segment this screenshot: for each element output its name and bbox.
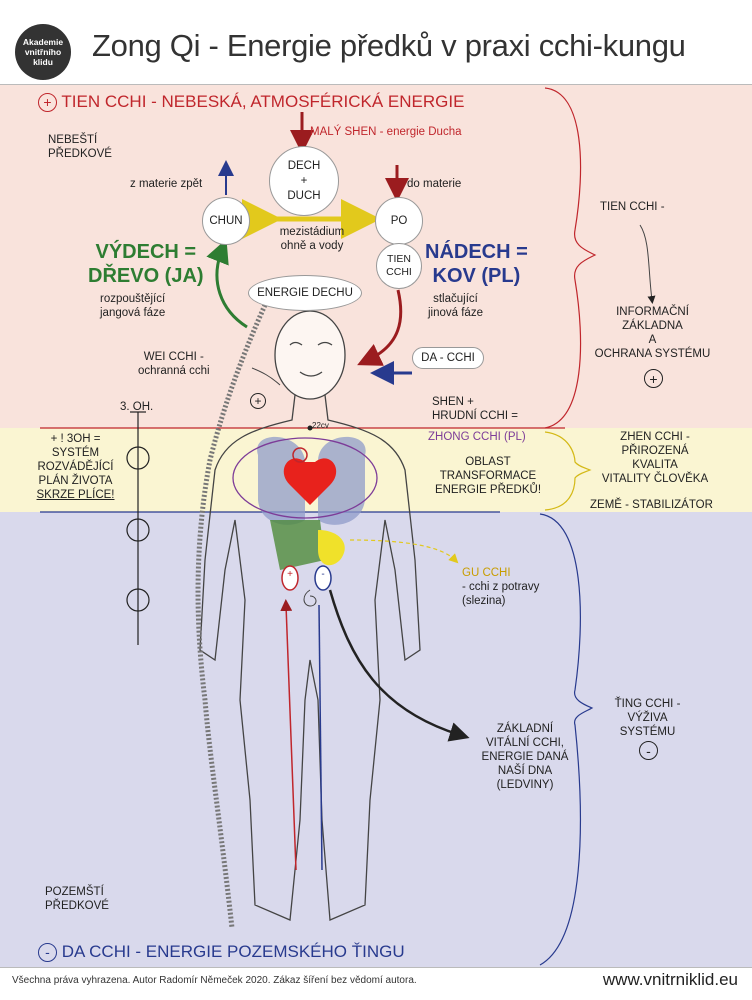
right-lung [318, 436, 366, 525]
left-kidney [281, 565, 299, 591]
minus-sign: - [38, 942, 57, 962]
nadech-label: NÁDECH = KOV (PL) [425, 241, 528, 287]
bottom-heading: - DA CCHI - ENERGIE POZEMSKÉHO ŤINGU [38, 942, 405, 962]
zhen-brace [544, 431, 592, 511]
da-cchi-label: DA - CCHI [412, 347, 484, 369]
blue-meridian [318, 604, 323, 871]
wei-cchi-pointer [251, 367, 281, 386]
right-info-label: INFORMAČNÍ ZÁKLADNA A OCHRANA SYSTÉMU [594, 306, 711, 360]
transformation-ellipse [232, 437, 378, 519]
ting-cchi-label: ŤING CCHI - VÝŽIVA SYSTÉMU [614, 698, 681, 738]
stomach-spleen [318, 530, 345, 566]
middle-dantien-circle [126, 518, 150, 542]
gu-cchi-text: - cchi z potravy (slezina) [462, 581, 540, 607]
do-materie-label: do materie [407, 178, 462, 190]
heart [283, 458, 337, 505]
z-materie-label: z materie zpět [130, 178, 203, 190]
wei-cchi-braid [195, 303, 268, 929]
copyright-text: Všechna práva vyhrazena. Autor Radomír N… [12, 975, 417, 986]
red-meridian [280, 599, 297, 871]
point-22cv-label: 22cv [312, 421, 329, 430]
right-plus-sign: + [644, 369, 663, 388]
po-circle: PO [375, 197, 423, 245]
nadech-arrow [357, 289, 403, 366]
plus-sign: + [38, 92, 57, 112]
upper-dantien-circle [126, 446, 150, 470]
heart-sun-symbol [292, 447, 308, 463]
gu-cchi-arrow [349, 539, 459, 564]
kidney-plus: + [287, 569, 293, 580]
tien-brace [544, 87, 597, 429]
page-title: Zong Qi - Energie předků v praxi cchi-ku… [92, 28, 686, 63]
chun-circle: CHUN [202, 197, 250, 245]
vydech-label: VÝDECH = DŘEVO (JA) [88, 241, 204, 287]
lower-dantien-circle [126, 588, 150, 612]
mezistadium-label: mezistádium ohně a vody [279, 226, 345, 252]
point-22cv [307, 425, 313, 431]
liver [270, 520, 325, 570]
ting-minus-sign: - [639, 741, 658, 760]
right-tien-label: TIEN CCHI - [600, 201, 665, 213]
zakladni-label: ZÁKLADNÍ VITÁLNÍ CCHI, ENERGIE DANÁ NAŠÍ… [481, 723, 569, 791]
wei-cchi-label: WEI CCHI - ochranná cchi [138, 351, 210, 377]
wei-plus-sign: + [250, 393, 266, 409]
ting-brace [539, 513, 594, 966]
dantien-spiral [303, 589, 317, 607]
right-kidney [314, 565, 332, 591]
footer-divider [0, 967, 752, 968]
energie-dechu-oval: ENERGIE DECHU [248, 275, 362, 311]
gu-cchi-title: GU CCHI [462, 567, 511, 579]
tien-info-arrow [639, 224, 656, 304]
tien-cchi-circle: TIEN CCHI [376, 243, 422, 289]
three-oh-label: 3. OH. [120, 401, 154, 413]
maly-shen-label: MALÝ SHEN - energie Ducha [310, 126, 462, 138]
heavenly-ancestors: NEBEŠTÍ PŘEDKOVÉ [48, 134, 112, 160]
left-system-text: + ! 3OH = SYSTÉM ROZVÁDĚJÍCÍ PLÁN ŽIVOTA… [36, 433, 115, 501]
top-heading: + TIEN CCHI - NEBESKÁ, ATMOSFÉRICKÁ ENER… [38, 92, 464, 112]
zhen-cchi-label: ZHEN CCHI - PŘIROZENÁ KVALITA VITALITY Č… [601, 431, 709, 485]
earthly-ancestors: POZEMŠTÍ PŘEDKOVÉ [45, 886, 109, 912]
oblast-label: OBLAST TRANSFORMACE ENERGIE PŘEDKŮ! [434, 456, 542, 496]
header-divider [0, 84, 752, 85]
zhong-cchi-label: ZHONG CCHI (PL) [428, 431, 526, 443]
zakladni-arrow [328, 589, 470, 742]
vydech-arrow [206, 238, 248, 329]
zeme-label: ZEMĚ - STABILIZÁTOR [590, 499, 713, 511]
rozpoustejici-label: rozpouštějící jangová fáze [100, 293, 166, 319]
shen-hrudni-label: SHEN + HRUDNÍ CCHI = [432, 396, 518, 422]
dech-duch-circle: DECH + DUCH [269, 146, 339, 216]
stlacujici-label: stlačující jinová fáze [428, 293, 483, 319]
human-figure [199, 310, 421, 921]
kidney-minus: - [321, 569, 325, 580]
website-url: www.vnitrniklid.eu [602, 970, 738, 989]
